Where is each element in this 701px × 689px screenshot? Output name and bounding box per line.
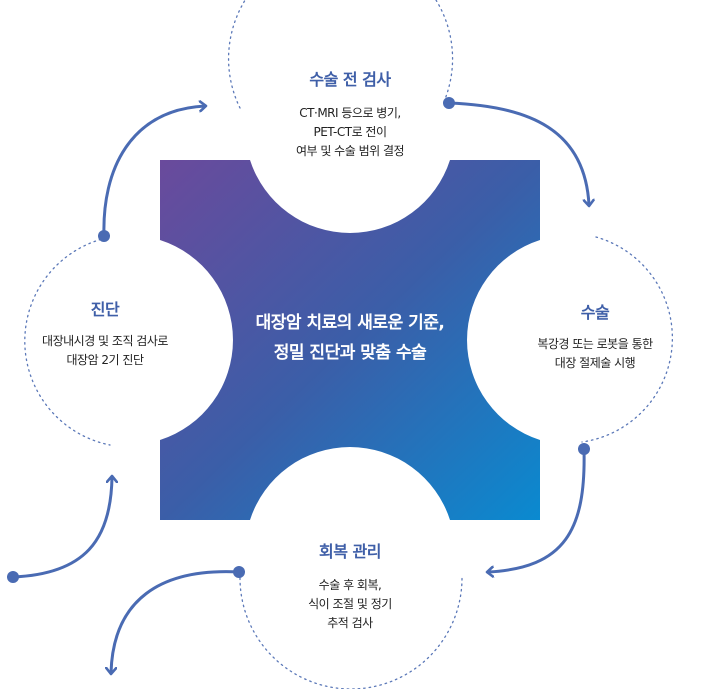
arrow-recovery-outward	[111, 570, 241, 673]
description-line: PET-CT로 전이	[313, 125, 387, 139]
center-heading: 대장암 치료의 새로운 기준, 정밀 진단과 맞춤 수술	[200, 308, 500, 368]
description-line: CT·MRI 등으로 병기,	[299, 106, 401, 120]
description-line: 수술 후 회복,	[318, 578, 382, 592]
pre-surgery-circle	[227, 0, 454, 109]
node-diagnosis-title: 진단	[90, 300, 120, 319]
arrow-start-dot	[7, 571, 19, 583]
node-diagnosis-description: 대장내시경 및 조직 검사로 대장암 2기 진단	[10, 332, 200, 370]
diagnosis-circle	[24, 237, 111, 446]
node-pre-surgery-description: CT·MRI 등으로 병기, PET-CT로 전이 여부 및 수술 범위 결정	[250, 104, 450, 161]
node-diagnosis: 진단 대장내시경 및 조직 검사로 대장암 2기 진단	[10, 296, 200, 370]
arrow-surgery-to-recovery	[488, 447, 586, 572]
node-surgery-description: 복강경 또는 로봇을 통한 대장 절제술 시행	[500, 335, 690, 373]
node-pre-surgery: 수술 전 검사 CT·MRI 등으로 병기, PET-CT로 전이 여부 및 수…	[250, 66, 450, 161]
node-surgery: 수술 복강경 또는 로봇을 통한 대장 절제술 시행	[500, 299, 690, 373]
node-recovery-description: 수술 후 회복, 식이 조절 및 정기 추적 검사	[250, 576, 450, 633]
node-surgery-title: 수술	[580, 303, 610, 322]
description-line: 대장내시경 및 조직 검사로	[42, 334, 168, 348]
node-recovery: 회복 관리 수술 후 회복, 식이 조절 및 정기 추적 검사	[250, 538, 450, 633]
description-line: 대장암 2기 진단	[66, 353, 144, 367]
arrow-inbound-to-diagnosis	[11, 477, 112, 579]
description-line: 대장 절제술 시행	[554, 356, 636, 370]
center-heading-line-1: 대장암 치료의 새로운 기준,	[255, 313, 445, 333]
center-heading-line-2: 정밀 진단과 맞춤 수술	[273, 343, 427, 363]
description-line: 복강경 또는 로봇을 통한	[537, 337, 653, 351]
center-shape	[160, 160, 540, 520]
arrow-pre-surgery-to-surgery	[447, 101, 589, 205]
node-recovery-title: 회복 관리	[319, 542, 381, 561]
arrow-start-dot	[233, 566, 245, 578]
arrow-start-dot	[443, 97, 455, 109]
arrow-diagnosis-to-pre-surgery	[102, 106, 205, 238]
description-line: 여부 및 수술 범위 결정	[295, 144, 405, 158]
arrow-start-dot	[98, 230, 110, 242]
surgery-circle	[581, 236, 674, 443]
description-line: 식이 조절 및 정기	[308, 597, 392, 611]
description-line: 추적 검사	[327, 616, 373, 630]
arrow-start-dot	[578, 443, 590, 455]
node-pre-surgery-title: 수술 전 검사	[309, 70, 391, 89]
